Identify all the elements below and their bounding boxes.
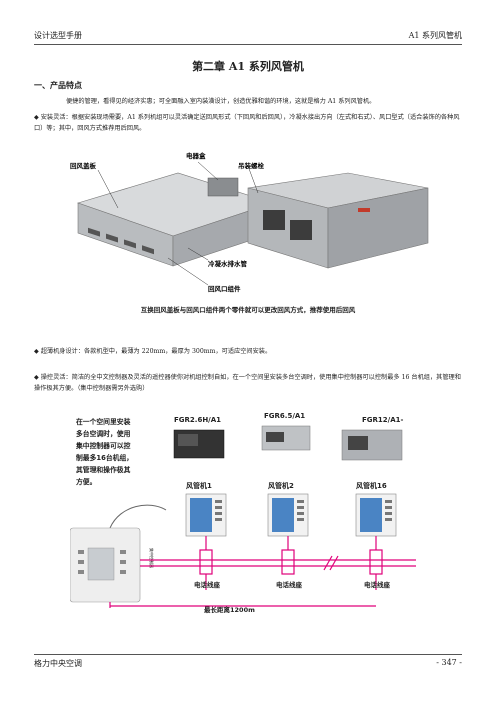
desc-line-5: 其管理和操作极其 [76,465,131,474]
label-electric-box: 电器盒 [186,151,206,160]
footer-left: 格力中央空调 [34,659,82,668]
desc-line-1: 在一个空间里安装 [76,417,131,426]
figure-caption: 互换回风盖板与回风口组件两个零件就可以更改回风方式，推荐使用后回风 [140,306,356,314]
page-header: 设计选型手册 A1 系列风管机 [34,30,462,41]
page-footer: 格力中央空调 - 347 - [34,658,462,669]
socket-label-2: 电话线座 [276,580,303,589]
header-rule [34,44,462,45]
footer-rule [34,654,462,655]
page-number: - 347 - [436,658,462,667]
duct-unit-illustration: 回风盖板 电器盒 吊装螺栓 冷凝水排水管 回风口组件 [70,151,429,293]
model-2-label: FGR6.5/A1 [264,412,305,420]
duct-unit-right [247,172,429,269]
desc-line-2: 多台空调时，使用 [76,429,131,438]
label-return-panel: 回风盖板 [70,161,97,170]
wired-controllers [185,493,397,537]
model-units [173,425,403,461]
controller-diagram: 在一个空间里安装 多台空调时，使用 集中控制器可以控 制最多16台机组， 其管理… [69,412,416,614]
unit-1-label: 风管机1 [186,481,212,490]
desc-line-4: 制最多16台机组， [76,453,133,462]
desc-line-6: 方便。 [76,477,96,486]
duct-unit-left [77,172,274,267]
header-right: A1 系列风管机 [408,31,462,40]
desc-line-3: 集中控制器可以控 [75,441,131,450]
chapter-title: 第二章 A1 系列风管机 [192,60,304,73]
unit-16-label: 风管机16 [356,481,387,490]
paragraph-intro: 便捷的管理，看得见的经济实惠；可全面融入室内装潢设计，创造优雅和谐的环境，这就是… [66,98,376,105]
central-controller: 集中控制器 [69,504,167,603]
label-hanging-bolt: 吊装螺栓 [238,161,265,170]
label-return-assembly: 回风口组件 [208,284,241,293]
paragraph-control: ◆ 操控灵活：简洁的全中文控制器及灵活的遥控器使你对机组控制自如，在一个空间里安… [34,374,461,392]
controller-figure: 在一个空间里安装 多台空调时，使用 集中控制器可以控 制最多16台机组， 其管理… [69,410,430,630]
wiring [109,536,416,608]
vertical-label: 集中控制器 [149,548,155,568]
model-3-label: FGR12/A1- [362,416,404,424]
paragraph-install: ◆ 安装灵活：根据安装现场需要，A1 系列机组可以灵活确定送回风形式（下回风和后… [34,114,460,132]
max-distance-label: 最长距离1200m [204,605,255,614]
model-1-label: FGR2.6H/A1 [174,416,221,424]
paragraph-thin: ◆ 超薄机身设计：各款机型中，最薄为 220mm，最厚为 300mm，可适应空间… [34,348,272,355]
label-drain-pipe: 冷凝水排水管 [208,259,248,268]
unit-2-label: 风管机2 [268,481,294,490]
header-left: 设计选型手册 [34,31,82,40]
product-figure: 回风盖板 电器盒 吊装螺栓 冷凝水排水管 回风口组件 [58,148,438,308]
socket-label-1: 电话线座 [194,580,221,589]
socket-label-3: 电话线座 [364,580,391,589]
section-heading: 一、产品特点 [34,80,82,90]
